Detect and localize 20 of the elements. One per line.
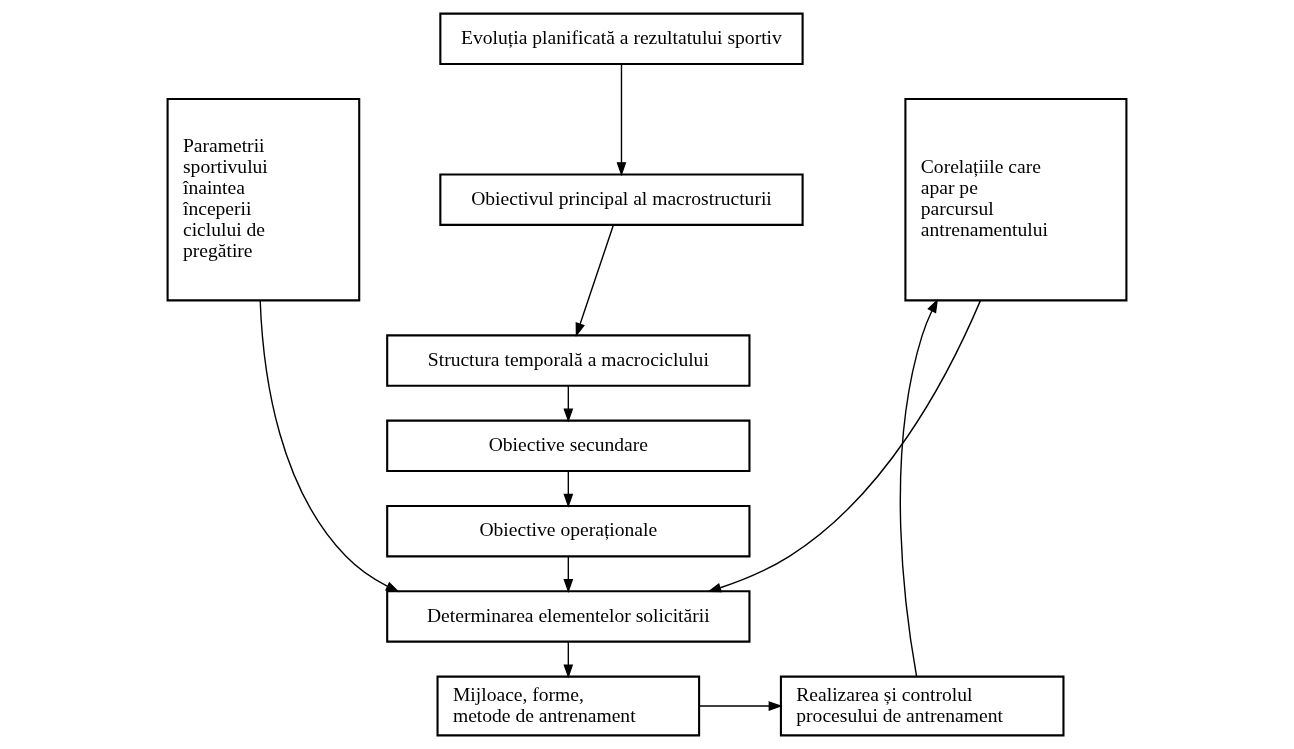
arrow [616,63,627,177]
node-box: Corelațiile care apar pe parcursul antrenamentului [904,97,1128,302]
node-box: Parametrii sportivului înaintea începerii ciclului de pregătire [166,97,361,302]
arrow [575,224,615,337]
arrow [899,298,938,678]
arrow [707,299,982,593]
node-box: Structura temporală a macrociclului [386,334,751,387]
arrow [698,701,783,711]
arrow [563,385,574,423]
arrow [563,470,574,508]
node-box: Determinarea elementelor solicitării [386,590,751,643]
node-box: Realizarea și controlul procesului de antrenament [779,675,1065,737]
node-box: Evoluția planificată a rezultatului sportiv [439,12,804,66]
arrow [563,555,574,594]
arrow [259,300,400,593]
arrow [563,641,574,679]
node-box: Obiective secundare [386,419,751,473]
node-box: Obiective operaționale [386,504,751,558]
node-box: Mijloace, forme, metode de antrenament [436,675,701,737]
node-box: Obiectivul principal al macrostructurii [439,173,804,226]
